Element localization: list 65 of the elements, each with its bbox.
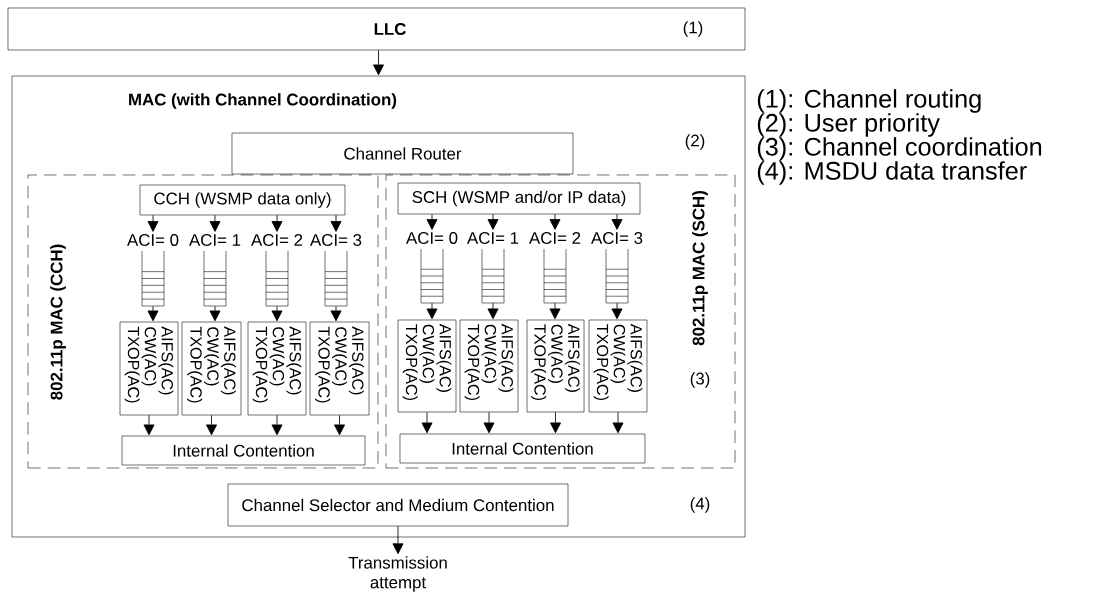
arrow <box>549 302 561 320</box>
arrow <box>426 213 438 230</box>
arrow <box>330 214 342 232</box>
note-text: (4): MSDU data transfer <box>757 161 1027 185</box>
process-box: Channel Selector and Medium Contention <box>227 483 569 527</box>
channel-label: ACI= 2 <box>529 232 581 244</box>
parameter-box: AIFS(AC) CW(AC) TXOP(AC) <box>247 321 307 416</box>
arrow <box>271 414 283 436</box>
arrow <box>373 49 384 76</box>
arrow <box>330 305 342 322</box>
channel-label: ACI= 3 <box>310 234 362 246</box>
step-number: (4) <box>690 497 710 513</box>
parameter-box: AIFS(AC) CW(AC) TXOP(AC) <box>309 321 370 416</box>
arrow <box>206 414 217 436</box>
queue-drawing <box>481 248 505 304</box>
channel-label: ACI= 2 <box>251 234 303 246</box>
arrow <box>483 411 495 434</box>
step-number: (2) <box>685 134 705 150</box>
parameter-box: AIFS(AC) CW(AC) TXOP(AC) <box>588 319 648 413</box>
channel-label: ACI= 3 <box>591 232 643 244</box>
queue-drawing <box>420 248 444 304</box>
parameter-box: AIFS(AC) CW(AC) TXOP(AC) <box>119 321 179 416</box>
arrow <box>147 214 159 232</box>
note-text: (3): Channel coordination <box>757 137 1042 161</box>
arrow <box>271 305 283 322</box>
channel-label: ACI= 0 <box>127 234 179 246</box>
arrow <box>143 414 155 436</box>
arrow <box>550 411 561 434</box>
arrow <box>271 214 283 232</box>
process-box: Internal Contention <box>121 435 366 466</box>
arrow <box>392 525 404 555</box>
queue-drawing <box>605 248 629 304</box>
arrow <box>611 302 623 320</box>
process-box: SCH (WSMP and/or IP data) <box>397 182 641 215</box>
channel-label: ACI= 0 <box>406 232 458 244</box>
queue-drawing <box>203 250 227 307</box>
arrow <box>426 302 438 320</box>
step-number: (3) <box>690 372 710 388</box>
layer-box: LLC (1) <box>7 7 746 51</box>
parameter-box: AIFS(AC) CW(AC) TXOP(AC) <box>526 319 585 413</box>
process-box: CCH (WSMP data only) <box>139 184 346 216</box>
parameter-box: AIFS(AC) CW(AC) TXOP(AC) <box>459 319 519 413</box>
arrow <box>209 214 221 232</box>
process-box: Channel Router <box>231 132 574 175</box>
arrow <box>421 411 433 434</box>
note-text: (1): Channel routing <box>757 89 981 113</box>
arrow <box>549 213 561 230</box>
channel-label: ACI= 1 <box>189 234 241 246</box>
note-text: (2): User priority <box>757 113 940 137</box>
output-label: Transmission attempt <box>348 556 447 592</box>
arrow <box>209 305 221 322</box>
process-box: Internal Contention <box>399 433 646 464</box>
parameter-box: AIFS(AC) CW(AC) TXOP(AC) <box>181 321 242 416</box>
queue-drawing <box>543 248 567 304</box>
arrow <box>487 302 499 320</box>
parameter-box: AIFS(AC) CW(AC) TXOP(AC) <box>397 319 457 413</box>
arrow <box>611 213 623 230</box>
arrow <box>147 305 159 322</box>
arrow <box>334 414 345 436</box>
queue-drawing <box>265 250 289 307</box>
channel-label: ACI= 1 <box>467 232 519 244</box>
queue-drawing <box>324 250 348 307</box>
arrow <box>487 213 499 230</box>
arrow <box>612 411 624 434</box>
queue-drawing <box>141 250 165 307</box>
